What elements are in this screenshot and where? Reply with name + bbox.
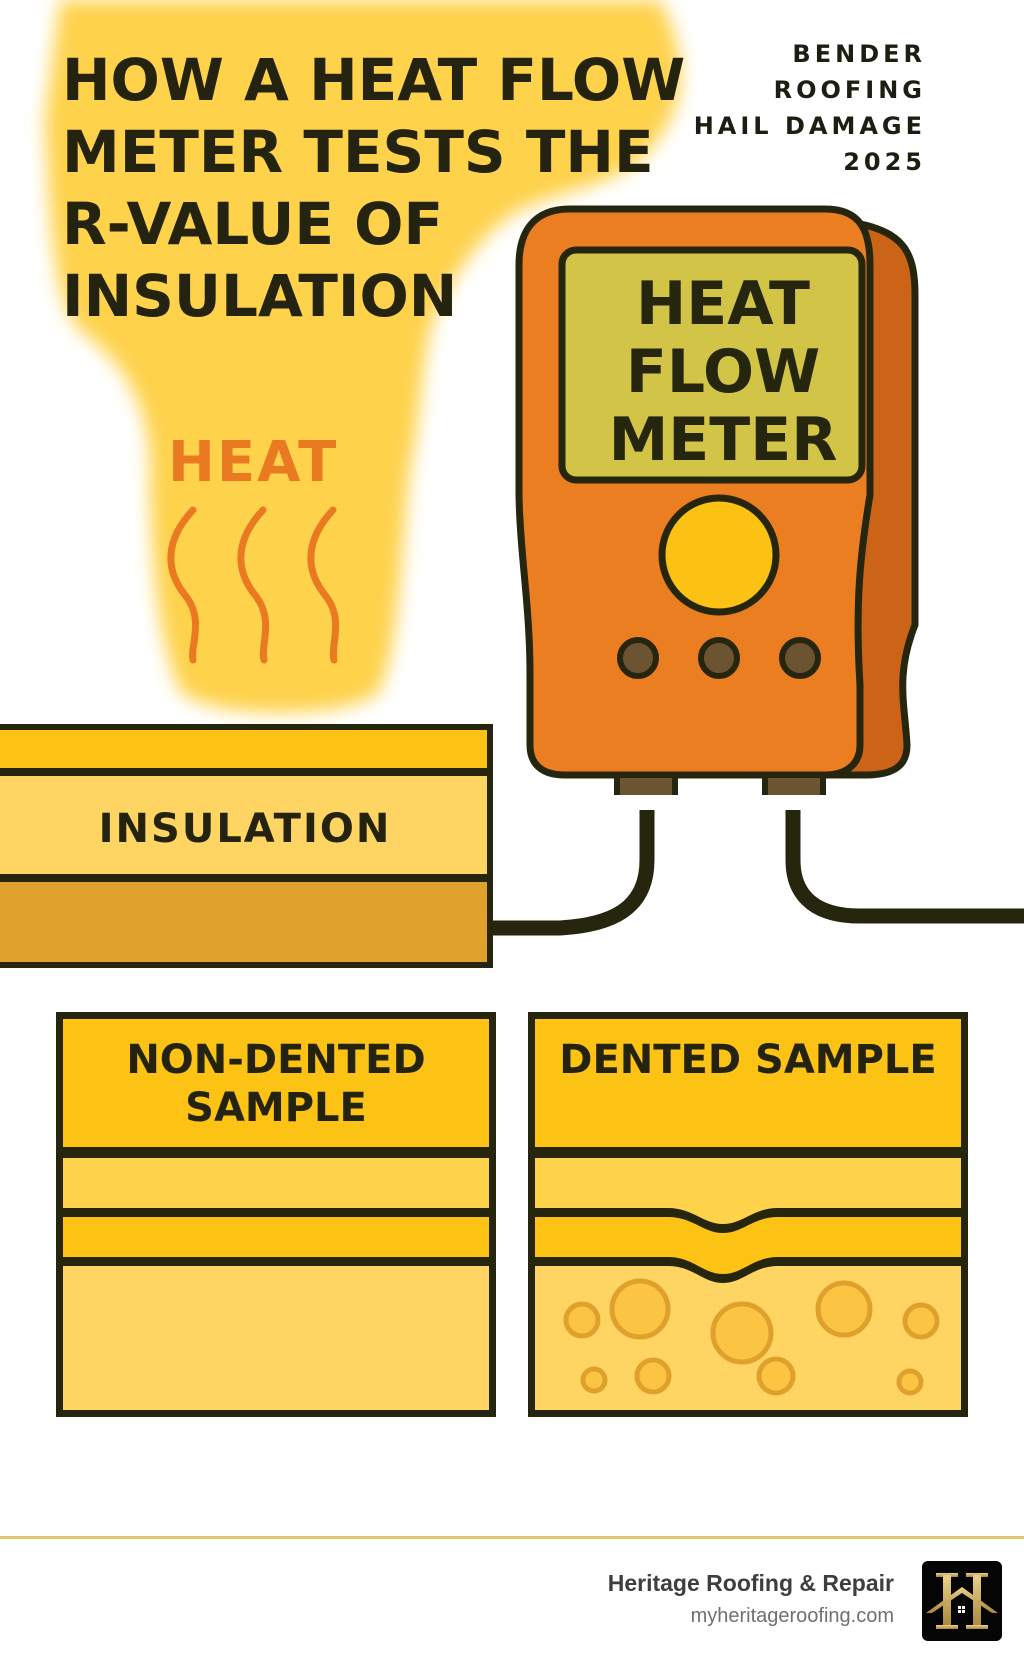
heat-label: HEAT — [168, 430, 339, 495]
sample-layer — [63, 1158, 489, 1208]
sample-title-line: DENTED SAMPLE — [559, 1037, 937, 1083]
heat-flow-meter — [515, 205, 919, 795]
air-bubbles — [563, 1278, 940, 1396]
meter-button — [779, 637, 821, 679]
dented-layer — [535, 1217, 961, 1274]
footer-url[interactable]: myheritageroofing.com — [690, 1605, 894, 1627]
heat-wave — [307, 506, 340, 664]
screen-line: FLOW — [625, 337, 821, 407]
brand-line: 2025 — [843, 148, 926, 176]
insulation-layer-middle — [0, 776, 487, 874]
meter-screen-label: HEAT FLOW METER — [562, 270, 884, 474]
meter-cables — [480, 810, 1024, 936]
sample-header — [535, 1019, 961, 1147]
bubble — [609, 1278, 671, 1340]
screen-line: HEAT — [636, 269, 810, 339]
non-dented-sample-title: NON-DENTED SAMPLE — [60, 1036, 492, 1132]
sample-title-line: SAMPLE — [185, 1085, 367, 1131]
insulation-block — [0, 724, 493, 968]
title-line: R-VALUE OF — [62, 190, 444, 258]
title-line: HOW A HEAT FLOW — [62, 46, 686, 114]
meter-probe — [614, 772, 678, 795]
sample-header — [63, 1019, 489, 1147]
meter-button — [698, 637, 740, 679]
meter-button — [617, 637, 659, 679]
footer-divider — [0, 1536, 1024, 1539]
bubble — [815, 1280, 873, 1338]
cable-left — [480, 810, 655, 936]
insulation-layer-top — [0, 730, 487, 768]
brand-tag: BENDER ROOFING HAIL DAMAGE 2025 — [694, 36, 926, 180]
bubble — [902, 1302, 940, 1340]
bubble — [756, 1356, 796, 1396]
title-line: METER TESTS THE — [62, 118, 654, 186]
dented-sample — [528, 1012, 968, 1417]
meter-screen — [558, 246, 866, 484]
dented-sample-title: DENTED SAMPLE — [532, 1036, 964, 1084]
meter-dial — [658, 494, 780, 616]
brand-line: ROOFING — [773, 76, 926, 104]
brand-line: HAIL DAMAGE — [693, 112, 926, 140]
sample-layer — [535, 1158, 961, 1224]
sample-layer — [63, 1266, 489, 1410]
sample-title-line: NON-DENTED — [126, 1037, 426, 1083]
cable-right — [785, 810, 1024, 924]
insulation-label: INSULATION — [98, 806, 392, 852]
meter-probe — [762, 772, 826, 795]
heritage-house-logo-icon — [922, 1561, 1002, 1641]
bubble — [580, 1366, 608, 1394]
brand-line: BENDER — [792, 40, 926, 68]
screen-line: METER — [608, 405, 838, 475]
footer-company-name: Heritage Roofing & Repair — [607, 1570, 894, 1596]
heat-waves-icon — [167, 506, 340, 664]
title-line: INSULATION — [62, 262, 458, 330]
sample-layer — [63, 1217, 489, 1257]
bubble — [710, 1301, 774, 1365]
insulation-layer-bottom — [0, 882, 487, 962]
non-dented-sample — [56, 1012, 496, 1417]
heat-wave — [237, 506, 270, 664]
heat-wave — [167, 506, 200, 664]
bubble — [896, 1368, 924, 1396]
bubble — [563, 1301, 601, 1339]
page-title: HOW A HEAT FLOW METER TESTS THE R-VALUE … — [62, 44, 702, 332]
bubble — [634, 1357, 672, 1395]
